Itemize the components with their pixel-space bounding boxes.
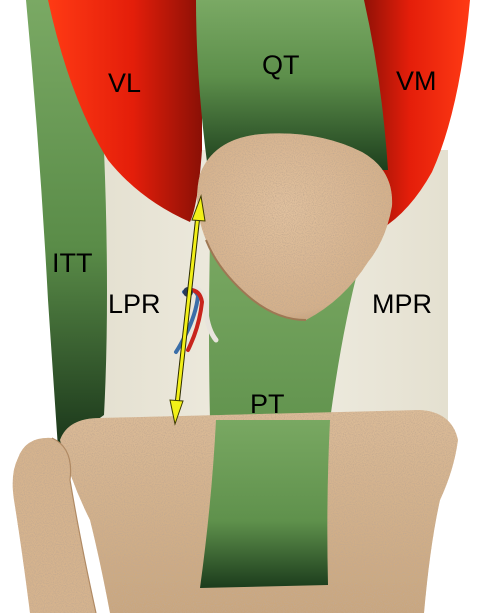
label-vm: VM — [396, 66, 437, 96]
label-pt: PT — [250, 389, 285, 419]
label-lpr: LPR — [108, 289, 161, 319]
label-itt: ITT — [52, 248, 93, 278]
label-mpr: MPR — [372, 289, 432, 319]
patellar-tendon-insertion — [200, 420, 330, 588]
label-qt: QT — [262, 50, 300, 80]
label-vl: VL — [108, 68, 141, 98]
